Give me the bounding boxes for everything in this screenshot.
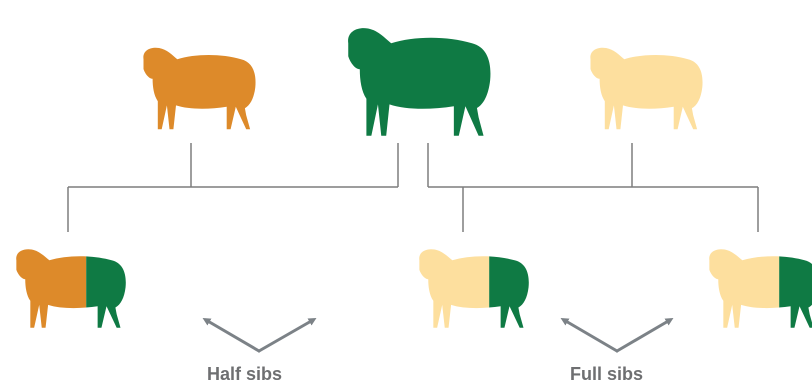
- full-sibs-arrow-right: [615, 317, 674, 353]
- pedigree-lines: [67, 143, 759, 232]
- full-sibs-label: Full sibs: [570, 364, 644, 384]
- sire-cream-sheep: [590, 47, 703, 130]
- half-sib-offspring-sheep: [16, 249, 126, 328]
- sire-orange-sheep: [143, 47, 256, 130]
- full-sibs-arrows: [560, 317, 674, 353]
- full-sibs-arrow-left: [560, 317, 619, 353]
- half-sibs-arrow-left: [202, 317, 261, 353]
- half-sibs-arrow-right: [257, 318, 317, 353]
- half-sibs-label: Half sibs: [207, 364, 283, 384]
- full-sib-offspring-sheep-1: [419, 249, 529, 328]
- full-sib-offspring-sheep-2: [709, 249, 812, 328]
- half-sibs-arrows: [202, 317, 317, 353]
- dam-green-sheep: [348, 28, 491, 136]
